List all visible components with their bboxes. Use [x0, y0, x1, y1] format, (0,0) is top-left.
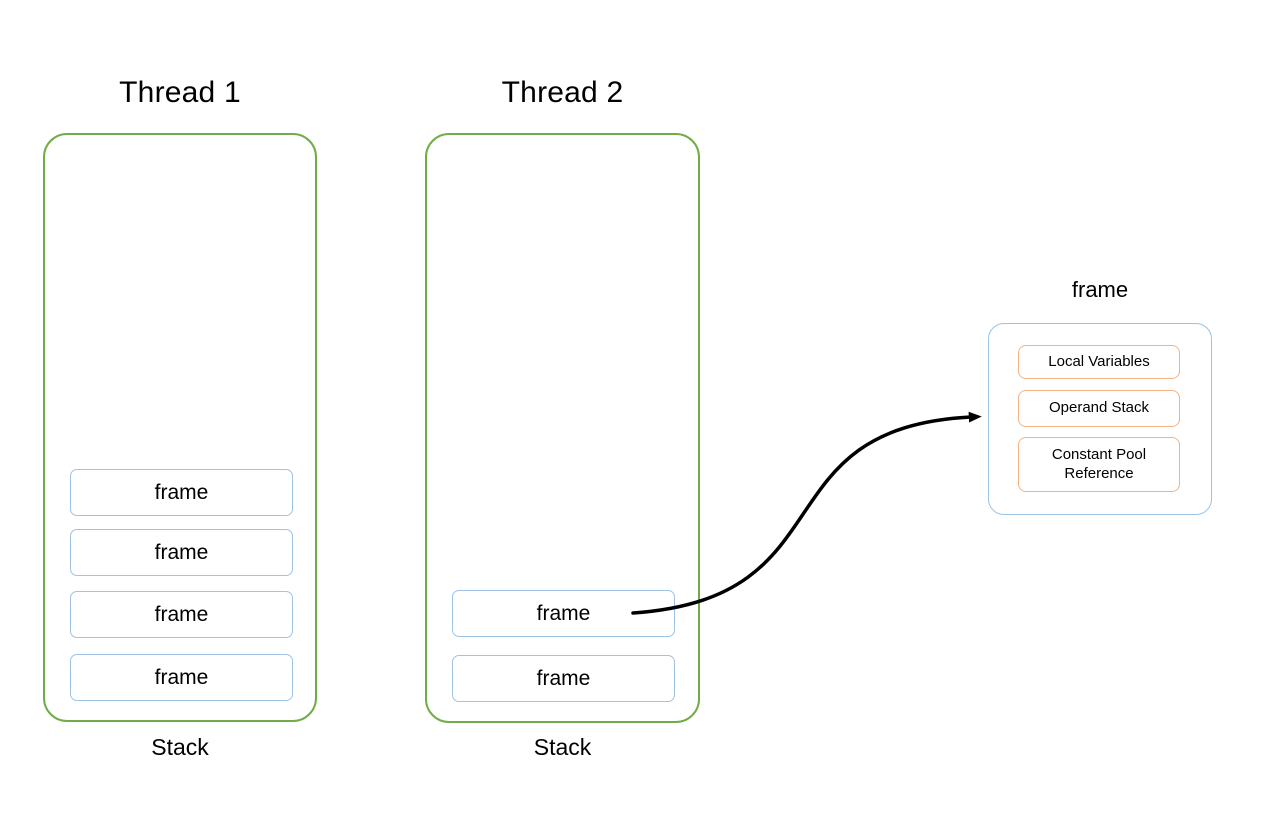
thread-1-title: Thread 1 — [119, 76, 241, 109]
frame-detail-title: frame — [1071, 277, 1129, 302]
operand-stack-box: Operand Stack — [1018, 390, 1180, 427]
thread-1-frame-box: frame — [70, 469, 293, 516]
thread-1-frame-box: frame — [70, 591, 293, 638]
thread-1-stack-box — [43, 133, 317, 722]
thread-1-frame-box: frame — [70, 654, 293, 701]
thread-1-frame-box: frame — [70, 529, 293, 576]
thread-2-frame-box: frame — [452, 590, 675, 637]
constant-pool-reference-box: Constant Pool Reference — [1018, 437, 1180, 492]
thread-2-title: Thread 2 — [501, 76, 624, 109]
thread-2-stack-label: Stack — [533, 734, 592, 760]
local-variables-box: Local Variables — [1018, 345, 1180, 379]
thread-1-stack-label: Stack — [151, 734, 209, 760]
thread-2-frame-box: frame — [452, 655, 675, 702]
